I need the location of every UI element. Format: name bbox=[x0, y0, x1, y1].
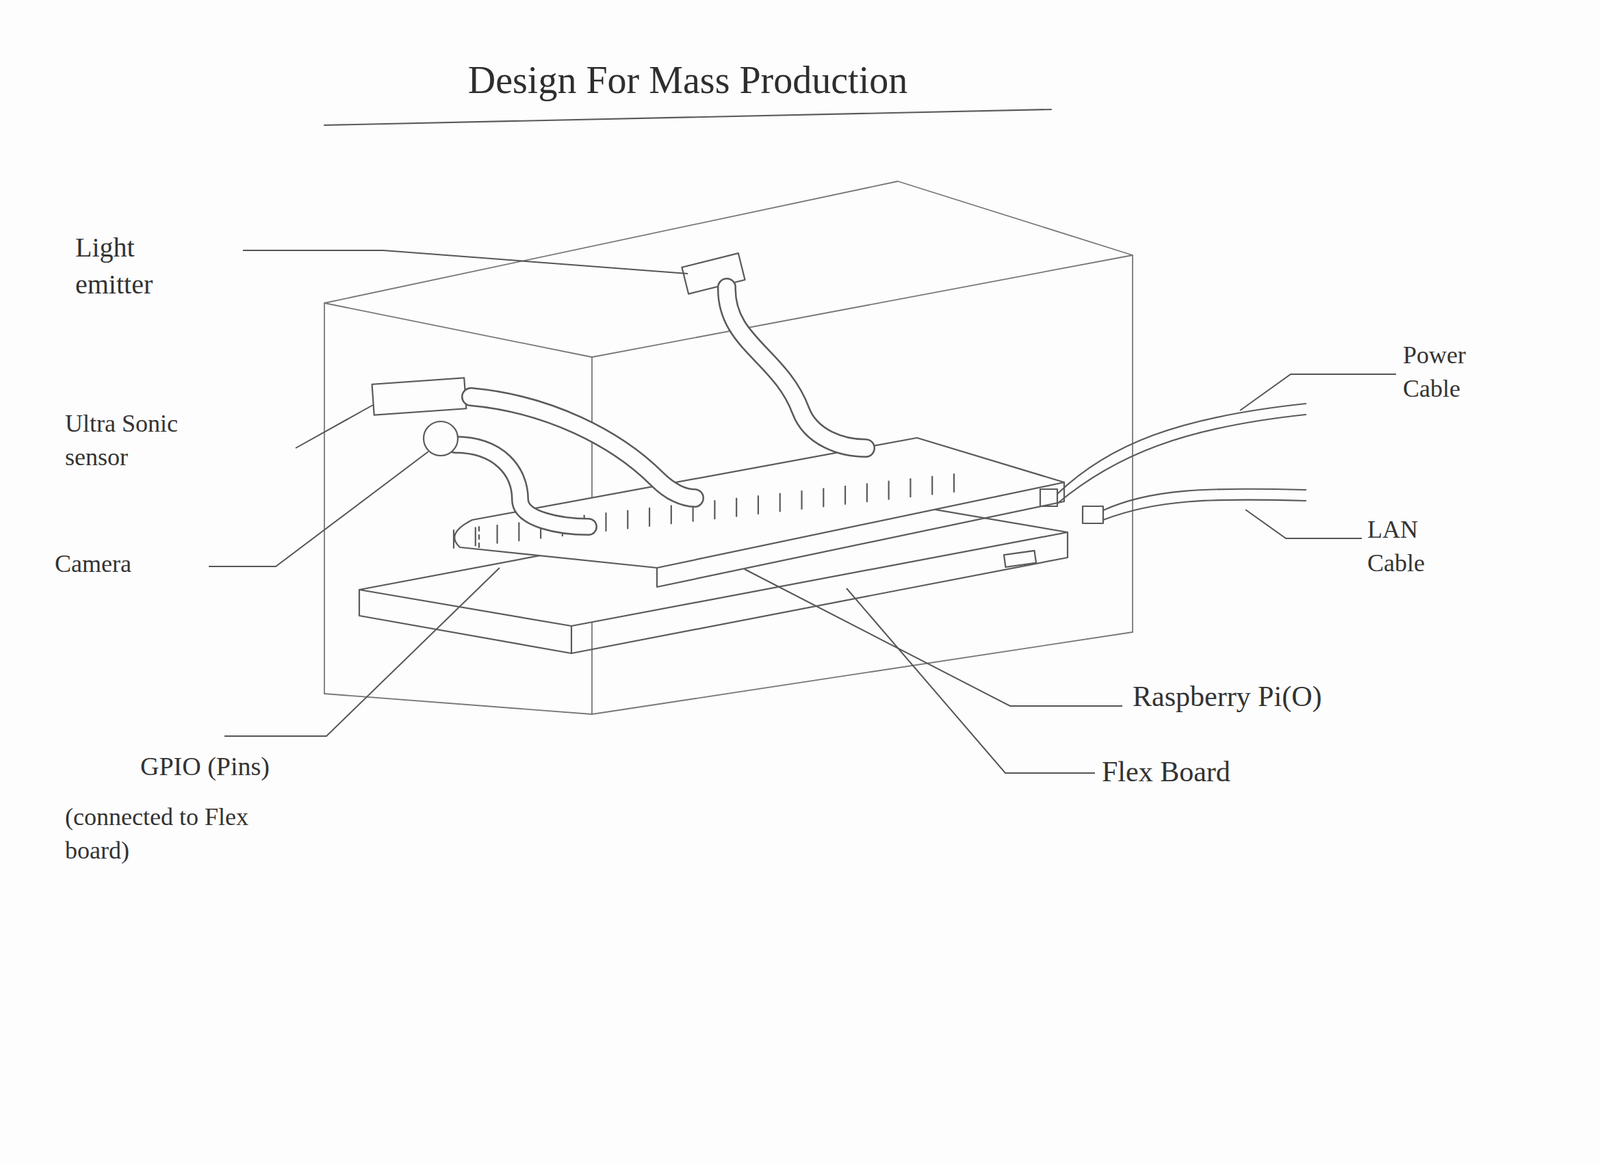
gpio-pin bbox=[648, 508, 651, 527]
lan-cable bbox=[1103, 499, 1306, 521]
gpio-pin bbox=[888, 481, 890, 500]
gpio-pin bbox=[518, 522, 520, 541]
part-label: Camera bbox=[54, 550, 132, 578]
label-wrap: Power Cable bbox=[1402, 338, 1506, 406]
gpio-pin bbox=[453, 530, 455, 549]
part-label: (connected to Flex board) bbox=[65, 803, 249, 865]
camera bbox=[423, 421, 458, 456]
title-wrap: Design For Mass Production bbox=[468, 58, 908, 102]
gpio-pin bbox=[757, 496, 759, 514]
gpio-pin bbox=[604, 513, 607, 532]
label-wrap: Light emitter bbox=[75, 229, 206, 304]
label-wrap: Flex Board bbox=[1101, 752, 1231, 792]
ribbon-cables bbox=[455, 287, 866, 527]
gpio-pin bbox=[822, 488, 824, 507]
label-wrap: LAN Cable bbox=[1367, 513, 1464, 580]
title-underline bbox=[324, 109, 1052, 126]
label-wrap: GPIO (Pins) bbox=[140, 749, 270, 785]
label-wrap: Camera bbox=[54, 547, 132, 582]
power-cable bbox=[1057, 414, 1306, 504]
power-cable bbox=[1057, 403, 1306, 495]
part-label: Light emitter bbox=[75, 231, 153, 300]
gpio-pin bbox=[931, 476, 933, 495]
gpio-pin bbox=[953, 474, 955, 493]
gpio-pin bbox=[474, 527, 477, 546]
gpio-pin bbox=[800, 491, 803, 510]
gpio-pin bbox=[909, 479, 911, 497]
part-label: Flex Board bbox=[1101, 756, 1231, 788]
raspberry-pi-board bbox=[454, 437, 1065, 588]
gpio-pin bbox=[670, 505, 673, 524]
gpio-pin bbox=[713, 500, 716, 519]
power-socket bbox=[1040, 489, 1058, 507]
part-label: Raspberry Pi(O) bbox=[1132, 680, 1322, 713]
part-label: LAN Cable bbox=[1367, 515, 1425, 577]
housing-outline bbox=[324, 181, 1133, 715]
gpio-pin bbox=[735, 498, 738, 517]
part-label: GPIO (Pins) bbox=[140, 752, 270, 781]
gpio-pin bbox=[844, 486, 846, 505]
gpio-pin bbox=[626, 510, 629, 529]
label-wrap: Raspberry Pi(O) bbox=[1132, 677, 1322, 717]
ultrasonic-sensor bbox=[372, 377, 467, 415]
gpio-pin bbox=[779, 494, 781, 512]
part-label: Ultra Sonic sensor bbox=[65, 409, 178, 471]
lan-socket bbox=[1082, 506, 1104, 524]
label-wrap: (connected to Flex board) bbox=[65, 800, 291, 868]
leader-lines bbox=[208, 250, 1397, 774]
part-label: Power Cable bbox=[1402, 341, 1466, 403]
diagram-title: Design For Mass Production bbox=[468, 58, 908, 102]
gpio-pin bbox=[496, 525, 498, 544]
label-wrap: Ultra Sonic sensor bbox=[65, 407, 237, 474]
gpio-pin bbox=[866, 483, 868, 502]
